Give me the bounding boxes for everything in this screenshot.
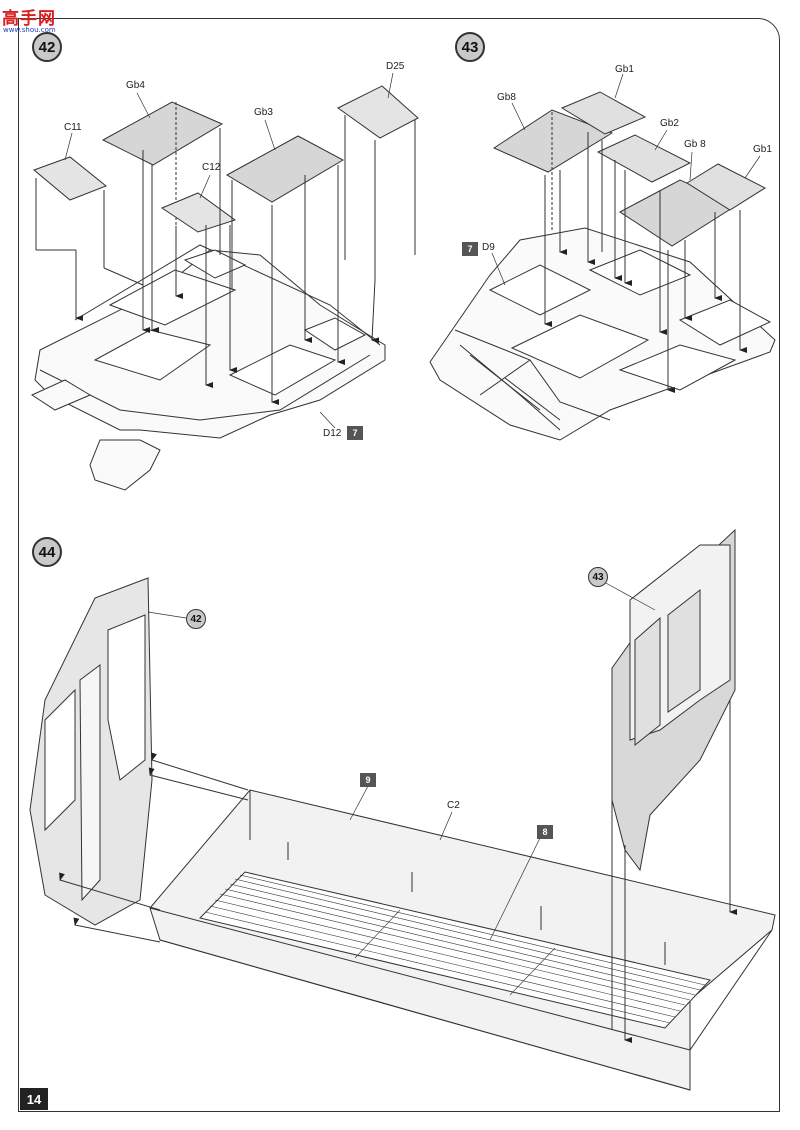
label-gb2: Gb2 [660, 118, 679, 129]
step-43-badge: 43 [455, 32, 485, 62]
page-frame [18, 18, 780, 1112]
ref-43-badge: 43 [588, 567, 608, 587]
page-number: 14 [20, 1088, 48, 1110]
label-d12: D12 [323, 428, 342, 439]
label-c2: C2 [447, 800, 460, 811]
step-42-badge: 42 [32, 32, 62, 62]
tag-7-step42: 7 [347, 426, 363, 440]
label-d9: D9 [482, 242, 495, 253]
step43-drawing [429, 73, 776, 441]
label-gb1-top: Gb1 [615, 64, 634, 75]
tag-9: 9 [360, 773, 376, 787]
step-44-badge: 44 [32, 537, 62, 567]
label-c12: C12 [202, 162, 221, 173]
watermark-text: 高手网 [2, 9, 56, 29]
tag-8: 8 [537, 825, 553, 839]
ref-42-badge: 42 [186, 609, 206, 629]
label-d25: D25 [386, 61, 405, 72]
label-gb1-right: Gb1 [753, 144, 772, 155]
watermark-url: www.shou.com [3, 26, 56, 34]
label-c11: C11 [64, 122, 82, 133]
label-gb4: Gb4 [126, 80, 145, 91]
step42-drawing [30, 72, 419, 491]
watermark-logo: 高手网 www.shou.com [2, 4, 66, 38]
label-gb3: Gb3 [254, 107, 273, 118]
tag-7-step43: 7 [462, 242, 478, 256]
label-gb8-right: Gb 8 [684, 139, 706, 150]
step44-drawing [29, 528, 776, 1091]
label-gb8-left: Gb8 [497, 92, 516, 103]
